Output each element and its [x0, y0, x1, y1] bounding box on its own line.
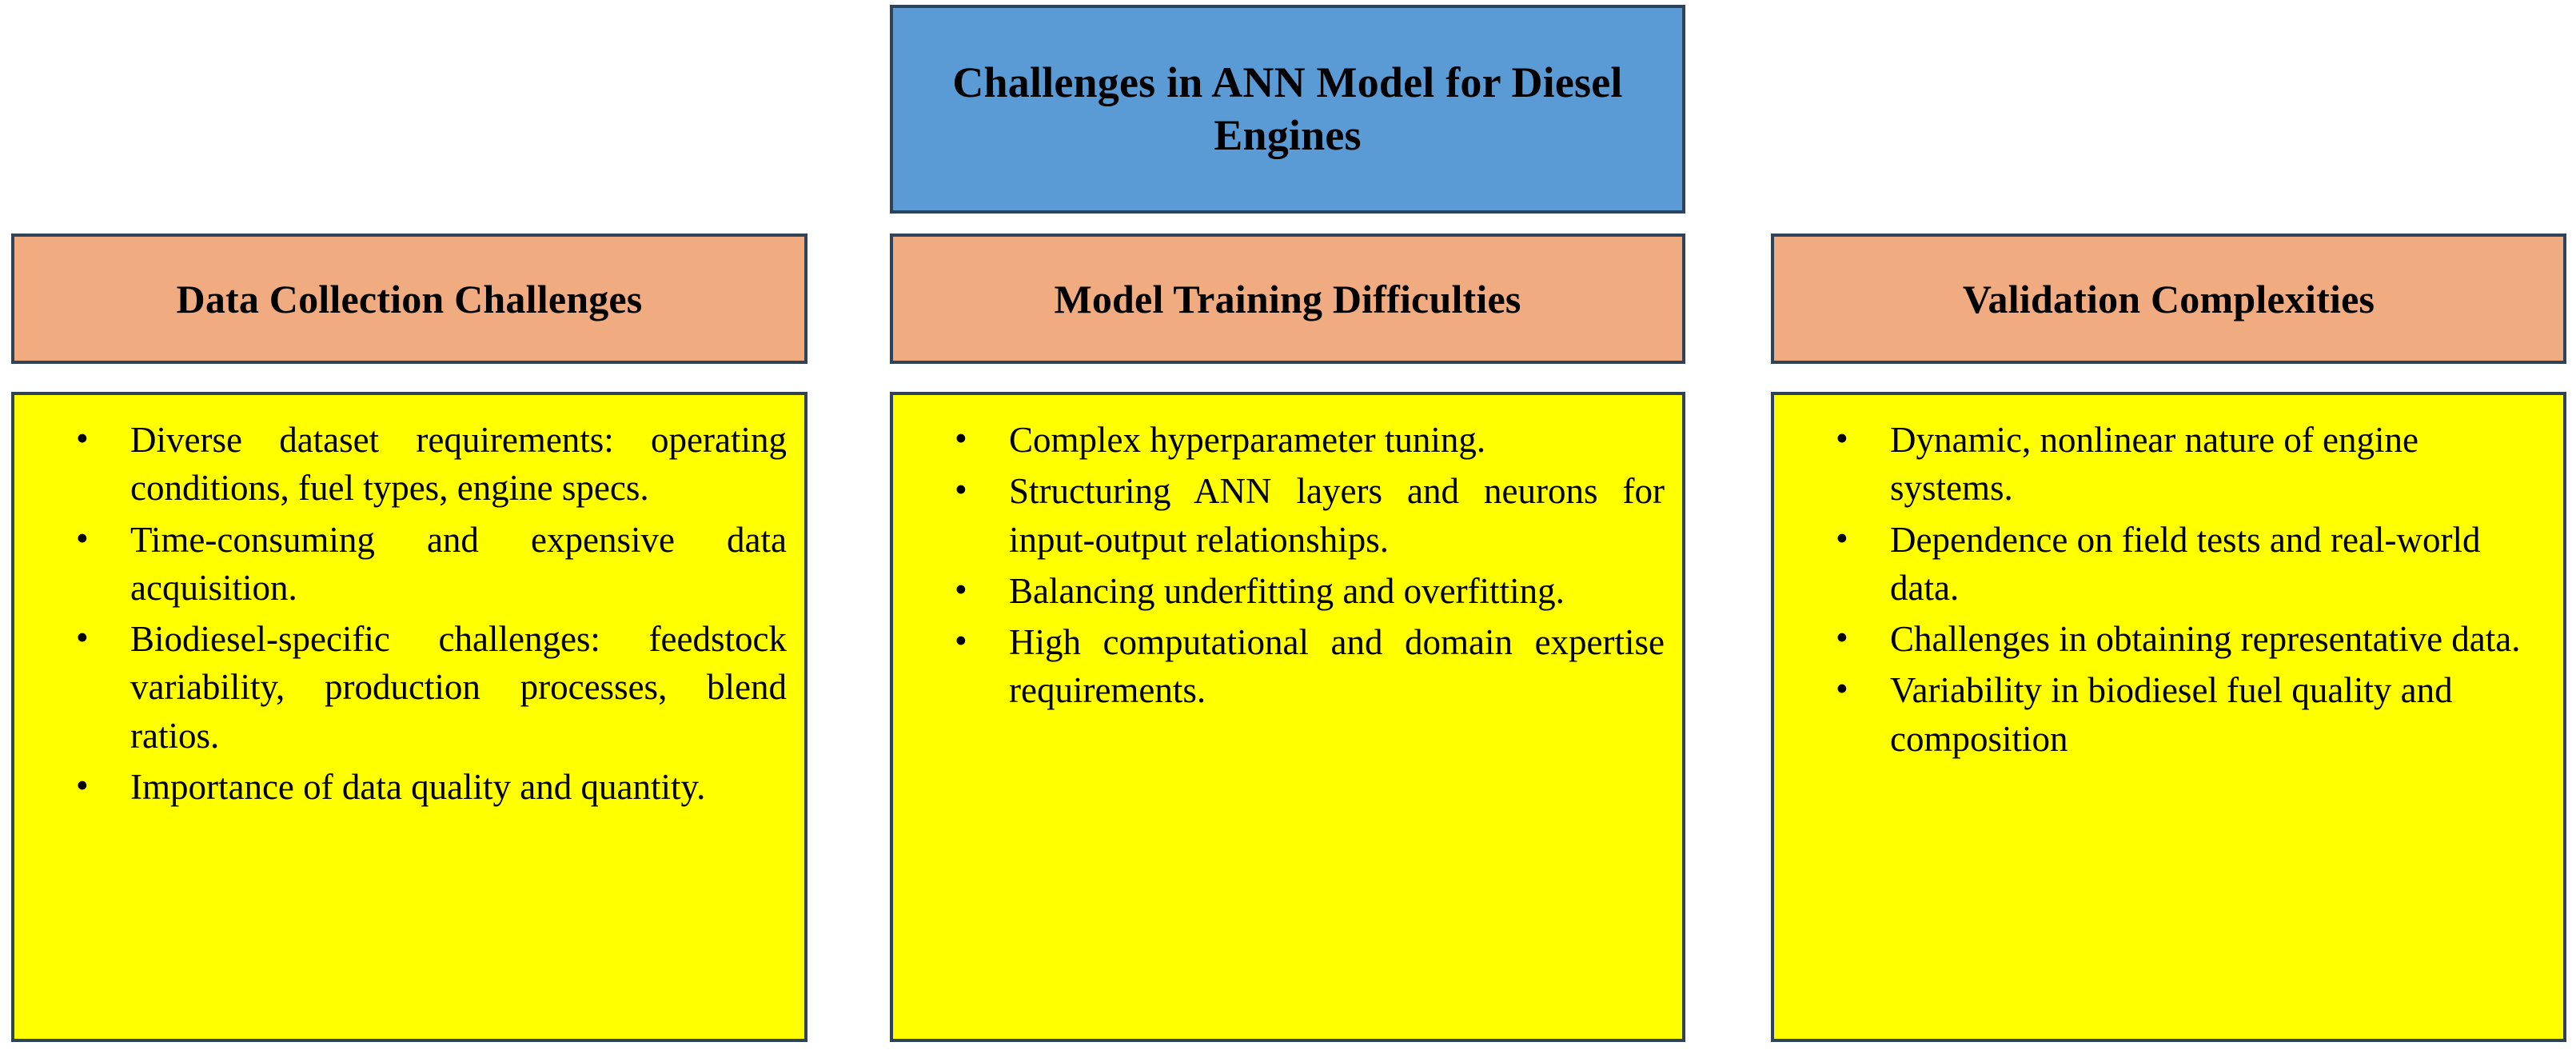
- header-text-model-training: Model Training Difficulties: [1054, 276, 1521, 321]
- header-text-data-collection: Data Collection Challenges: [176, 276, 643, 321]
- bullet-item: Challenges in obtaining representative d…: [1792, 613, 2546, 663]
- bullet-item: Dynamic, nonlinear nature of engine syst…: [1792, 414, 2546, 513]
- body-box-data-collection: Diverse dataset requirements: operating …: [11, 392, 807, 1042]
- title-text: Challenges in ANN Model for Diesel Engin…: [952, 58, 1623, 159]
- bullet-list-validation: Dynamic, nonlinear nature of engine syst…: [1792, 414, 2546, 763]
- bullet-item: Time-consuming and expensive data acquis…: [32, 514, 787, 613]
- bullet-item: Variability in biodiesel fuel quality an…: [1792, 665, 2546, 763]
- header-box-data-collection: Data Collection Challenges: [11, 234, 807, 364]
- bullet-item: Structuring ANN layers and neurons for i…: [911, 465, 1665, 564]
- bullet-item: Biodiesel-specific challenges: feedstock…: [32, 613, 787, 760]
- header-box-validation: Validation Complexities: [1771, 234, 2566, 364]
- bullet-item: Importance of data quality and quantity.: [32, 761, 787, 811]
- bullet-item: Diverse dataset requirements: operating …: [32, 414, 787, 513]
- title-box: Challenges in ANN Model for Diesel Engin…: [890, 5, 1685, 214]
- bullet-list-model-training: Complex hyperparameter tuning.Structurin…: [911, 414, 1665, 715]
- body-box-model-training: Complex hyperparameter tuning.Structurin…: [890, 392, 1685, 1042]
- bullet-item: Balancing underfitting and overfitting.: [911, 565, 1665, 615]
- header-text-validation: Validation Complexities: [1962, 276, 2375, 321]
- bullet-list-data-collection: Diverse dataset requirements: operating …: [32, 414, 787, 811]
- body-box-validation: Dynamic, nonlinear nature of engine syst…: [1771, 392, 2566, 1042]
- header-box-model-training: Model Training Difficulties: [890, 234, 1685, 364]
- bullet-item: High computational and domain expertise …: [911, 617, 1665, 715]
- bullet-item: Complex hyperparameter tuning.: [911, 414, 1665, 464]
- bullet-item: Dependence on field tests and real-world…: [1792, 514, 2546, 613]
